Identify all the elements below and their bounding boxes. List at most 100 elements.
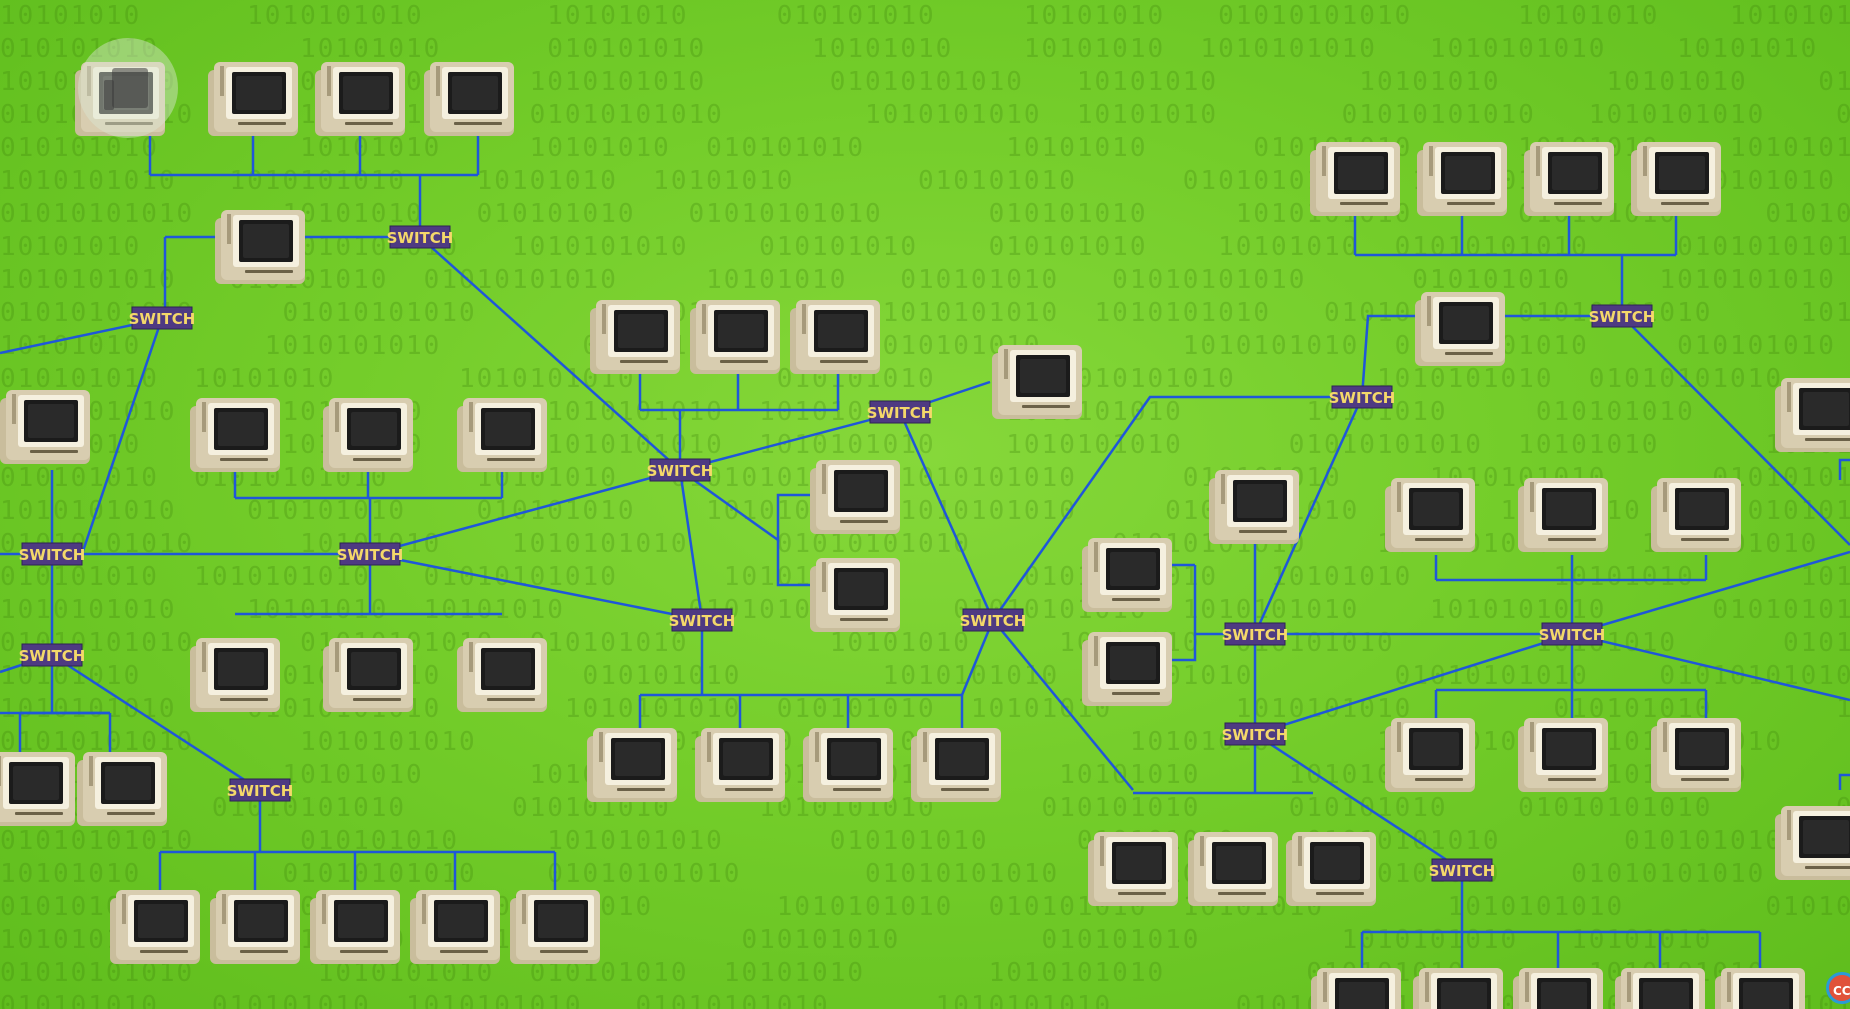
- switch-box: SWITCH: [867, 400, 934, 424]
- computer-icon: [0, 752, 75, 826]
- network-cable: [1254, 732, 1463, 872]
- logo-icon: [104, 68, 148, 110]
- switch-box: SWITCH: [647, 458, 714, 482]
- computer-icon: [810, 558, 900, 632]
- computer-icon: [1385, 718, 1475, 792]
- network-cable: [960, 619, 995, 696]
- computer-icon: [190, 398, 280, 472]
- network-cable: [419, 236, 681, 471]
- switch-label: SWITCH: [227, 782, 294, 800]
- computer-icon: [1310, 142, 1400, 216]
- logo-badge: [78, 38, 178, 138]
- switch-box: SWITCH: [19, 643, 86, 667]
- switch-label: SWITCH: [1429, 862, 1496, 880]
- switch-label: SWITCH: [387, 229, 454, 247]
- network-cable: [369, 468, 681, 556]
- network-cable: [679, 410, 901, 472]
- computer-icon: [690, 300, 780, 374]
- switch-box: SWITCH: [337, 542, 404, 566]
- switch-box: SWITCH: [129, 306, 196, 330]
- computer-icon: [1775, 806, 1850, 880]
- computer-icon: [1415, 292, 1505, 366]
- network-cable: [1838, 773, 1850, 790]
- computer-icon: [110, 890, 200, 964]
- computer-icon: [1715, 968, 1805, 1009]
- network-cable: [1254, 632, 1573, 736]
- computer-icon: [457, 638, 547, 712]
- switch-label: SWITCH: [669, 612, 736, 630]
- network-cable: [679, 468, 812, 543]
- network-cable: [992, 619, 1134, 791]
- switch-label: SWITCH: [1589, 308, 1656, 326]
- switch-box: SWITCH: [227, 778, 294, 802]
- switch-box: SWITCH: [1222, 622, 1289, 646]
- computer-icon: [911, 728, 1001, 802]
- network-cable: [1253, 396, 1364, 635]
- computer-icon: [77, 752, 167, 826]
- computer-icon: [190, 638, 280, 712]
- computer-icon: [1518, 478, 1608, 552]
- computer-icon: [310, 890, 400, 964]
- computer-icon: [1518, 718, 1608, 792]
- switch-box: SWITCH: [1222, 722, 1289, 746]
- switch-label: SWITCH: [1222, 626, 1289, 644]
- computer-icon: [1615, 968, 1705, 1009]
- computer-icon: [1209, 470, 1299, 544]
- network-cable: [1571, 550, 1850, 636]
- computer-icon: [315, 62, 405, 136]
- computer-icon: [1385, 478, 1475, 552]
- network-cable: [1360, 314, 1420, 398]
- switch-label: SWITCH: [19, 647, 86, 665]
- switch-box: SWITCH: [1589, 304, 1656, 328]
- computer-icon: [1088, 832, 1178, 906]
- network-cable: [776, 540, 812, 587]
- computer-icon: [457, 398, 547, 472]
- network-cable: [991, 395, 1362, 621]
- switch-box: SWITCH: [1429, 858, 1496, 882]
- computer-icon: [1524, 142, 1614, 216]
- switch-box: SWITCH: [960, 608, 1026, 632]
- computer-icon: [0, 390, 90, 464]
- computer-icon: [1651, 478, 1741, 552]
- network-cable: [51, 653, 261, 792]
- computer-icon: [1631, 142, 1721, 216]
- network-cable: [898, 411, 995, 621]
- computer-icon: [1513, 968, 1603, 1009]
- switch-box: SWITCH: [669, 608, 736, 632]
- switch-box: SWITCH: [1539, 622, 1606, 646]
- computer-icon: [803, 728, 893, 802]
- network-cable: [678, 469, 704, 621]
- computer-icon: [1413, 968, 1503, 1009]
- switch-label: SWITCH: [1222, 726, 1289, 744]
- computer-icon: [1775, 378, 1850, 452]
- corner-badge: CC: [1826, 972, 1850, 1004]
- switch-label: SWITCH: [647, 462, 714, 480]
- computer-icon: [992, 345, 1082, 419]
- computer-icon: [208, 62, 298, 136]
- network-cable: [1621, 315, 1850, 546]
- network-cable: [369, 552, 703, 622]
- switch-label: SWITCH: [337, 546, 404, 564]
- computer-icon: [510, 890, 600, 964]
- switch-label: SWITCH: [129, 310, 196, 328]
- switch-box: SWITCH: [19, 542, 86, 566]
- computer-icon: [1286, 832, 1376, 906]
- computer-icon: [323, 398, 413, 472]
- computer-icon: [323, 638, 413, 712]
- computer-icon: [215, 210, 305, 284]
- computer-icon: [790, 300, 880, 374]
- computer-layer: [0, 62, 1850, 1009]
- computer-icon: [210, 890, 300, 964]
- computer-icon: [1311, 968, 1401, 1009]
- switch-label: SWITCH: [1539, 626, 1606, 644]
- computer-icon: [1417, 142, 1507, 216]
- computer-icon: [424, 62, 514, 136]
- switch-label: SWITCH: [19, 546, 86, 564]
- switch-label: SWITCH: [1329, 389, 1396, 407]
- computer-icon: [590, 300, 680, 374]
- network-cable: [80, 317, 164, 555]
- switch-box: SWITCH: [387, 225, 454, 249]
- switch-label: SWITCH: [867, 404, 934, 422]
